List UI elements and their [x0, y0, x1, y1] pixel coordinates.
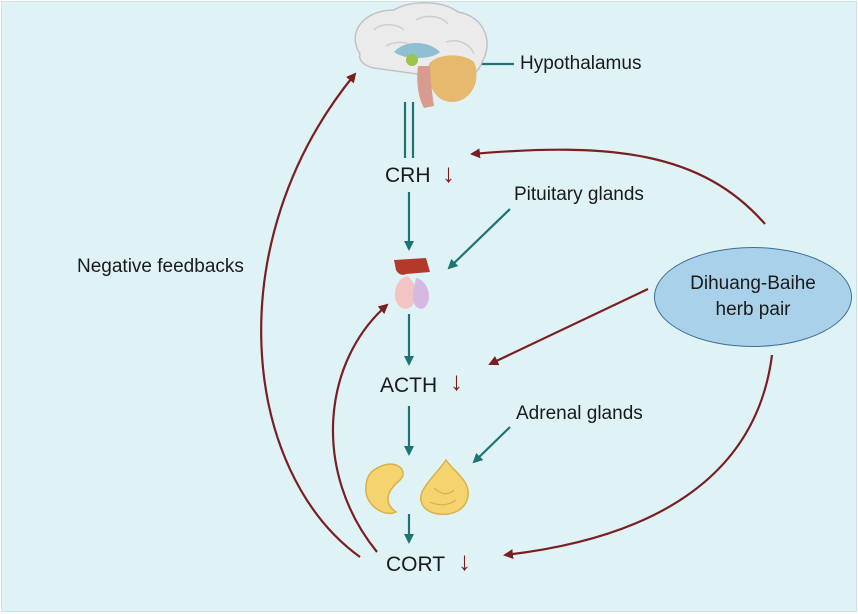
- cort-label: CORT: [386, 553, 446, 576]
- cort-decrease-arrow: ↓: [458, 546, 471, 576]
- herb-to-acth-arrow: [488, 288, 649, 366]
- negative-feedbacks-label: Negative feedbacks: [77, 256, 244, 277]
- adrenal-label: Adrenal glands: [516, 403, 643, 424]
- pituitary-label: Pituitary glands: [514, 184, 644, 205]
- crh-label: CRH: [385, 164, 431, 187]
- hypothalamus-label: Hypothalamus: [520, 53, 642, 74]
- feedback-arrow-to-pituitary: [331, 303, 389, 553]
- pituitary-label-arrow: [447, 208, 511, 270]
- crh-decrease-arrow: ↓: [442, 158, 455, 188]
- herb-pair-type: herb pair: [715, 299, 791, 320]
- herb-to-cort-arrow: [503, 354, 774, 560]
- acth-label: ACTH: [380, 374, 438, 397]
- pituitary-gland-icon: [394, 258, 430, 309]
- feedback-arrow-to-hypothalamus: [260, 72, 361, 558]
- herb-to-crh-arrow: [470, 148, 766, 225]
- brain-icon: [354, 2, 488, 108]
- adrenal-label-arrow: [472, 426, 511, 464]
- herb-pair-name: Dihuang-Baihe: [690, 273, 816, 295]
- acth-decrease-arrow: ↓: [450, 366, 463, 396]
- herb-pair-node: Dihuang-Baihe herb pair: [654, 247, 852, 347]
- adrenal-glands-icon: [365, 458, 469, 516]
